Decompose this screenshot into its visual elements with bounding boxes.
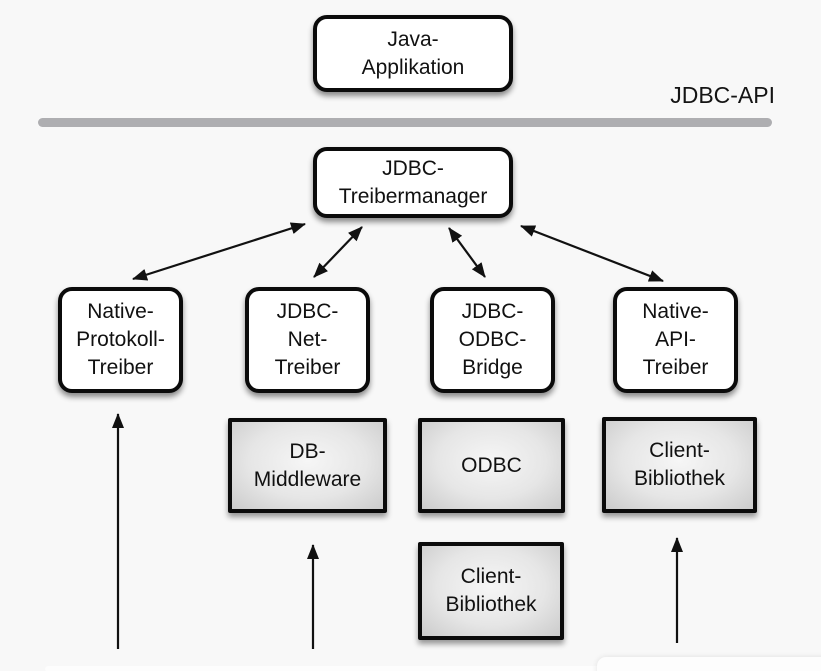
node-native-api-treiber-label: Native- API- Treiber <box>642 300 709 379</box>
bottom-peek-strip <box>45 666 821 671</box>
jdbc-api-caption: JDBC-API <box>670 82 775 108</box>
node-client-bibliothek-rechts-label: Client- Bibliothek <box>633 439 726 490</box>
node-client-bibliothek-mitte: Client- Bibliothek <box>418 542 564 640</box>
node-native-protokoll-treiber: Native- Protokoll- Treiber <box>58 287 183 393</box>
node-jdbc-treibermanager: JDBC- Treibermanager <box>313 147 513 218</box>
node-jdbc-odbc-bridge-label: JDBC- ODBC- Bridge <box>458 300 527 379</box>
node-jdbc-odbc-bridge: JDBC- ODBC- Bridge <box>430 287 555 393</box>
node-client-bibliothek-mitte-label: Client- Bibliothek <box>445 565 537 616</box>
bottom-peek-box <box>597 657 821 671</box>
arrow-treibermanager-native-api <box>520 224 664 283</box>
node-java-applikation-label: Java- Applikation <box>361 27 465 79</box>
node-native-protokoll-treiber-label: Native- Protokoll- Treiber <box>76 300 165 379</box>
arrow-treibermanager-jdbc-net <box>313 226 363 278</box>
node-odbc-label: ODBC <box>461 453 522 477</box>
node-jdbc-net-treiber-label: JDBC- Net- Treiber <box>274 300 341 379</box>
node-jdbc-net-treiber: JDBC- Net- Treiber <box>245 287 370 393</box>
jdbc-api-divider-line <box>38 118 772 127</box>
node-native-api-treiber: Native- API- Treiber <box>613 287 738 393</box>
node-db-middleware-label: DB- Middleware <box>253 439 362 491</box>
node-odbc: ODBC <box>418 418 565 513</box>
arrow-treibermanager-jdbc-odbc <box>448 227 486 278</box>
node-jdbc-treibermanager-label: JDBC- Treibermanager <box>338 156 488 208</box>
node-client-bibliothek-rechts: Client- Bibliothek <box>602 417 757 513</box>
arrow-treibermanager-native-protokoll <box>132 222 306 281</box>
node-java-applikation: Java- Applikation <box>313 15 513 92</box>
node-db-middleware: DB- Middleware <box>228 418 387 513</box>
